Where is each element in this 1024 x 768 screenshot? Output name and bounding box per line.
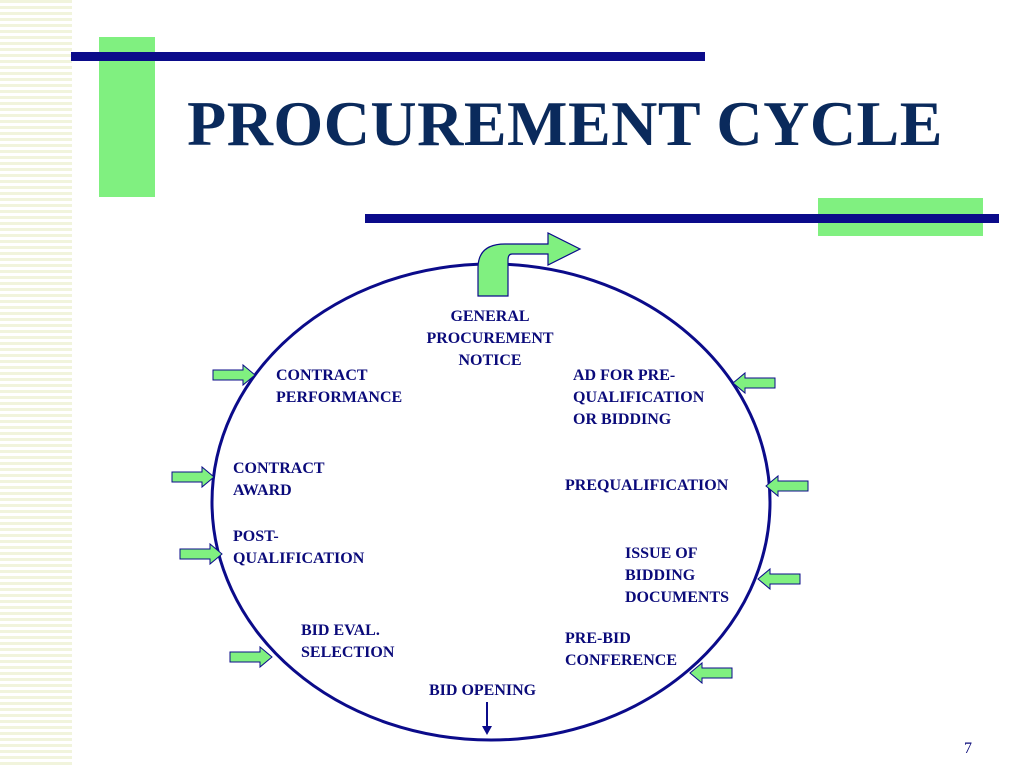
- right-arrow-icon: [229, 645, 273, 669]
- right-arrow-icon: [171, 465, 215, 489]
- down-arrow-icon: [482, 702, 492, 735]
- left-arrow-icon: [689, 661, 733, 685]
- label-prebid-conference: PRE-BID CONFERENCE: [565, 630, 678, 669]
- label-general-procurement-notice: GENERAL PROCUREMENT NOTICE: [426, 308, 554, 369]
- label-prequalification: PREQUALIFICATION: [565, 477, 729, 494]
- left-arrow-icon: [765, 474, 809, 498]
- label-bid-eval-selection: BID EVAL. SELECTION: [301, 622, 395, 661]
- label-bid-opening: BID OPENING: [429, 682, 537, 699]
- green-accent-block-top: [99, 37, 155, 197]
- navy-rule-middle: [365, 214, 999, 223]
- label-issue-bidding-documents: ISSUE OF BIDDING DOCUMENTS: [625, 545, 730, 606]
- page-number: 7: [964, 740, 972, 757]
- navy-rule-top: [71, 52, 705, 61]
- label-post-qualification: POST- QUALIFICATION: [233, 528, 365, 567]
- slide-title: PROCUREMENT CYCLE: [187, 88, 943, 159]
- striped-margin: [0, 0, 72, 768]
- left-arrow-icon: [732, 371, 776, 395]
- label-contract-performance: CONTRACT PERFORMANCE: [276, 367, 403, 406]
- left-arrow-icon: [757, 567, 801, 591]
- curved-arrow-icon: [477, 232, 582, 297]
- label-ad-prequalification: AD FOR PRE- QUALIFICATION OR BIDDING: [573, 367, 705, 428]
- right-arrow-icon: [179, 542, 223, 566]
- right-arrow-icon: [212, 363, 256, 387]
- label-contract-award: CONTRACT AWARD: [233, 460, 325, 499]
